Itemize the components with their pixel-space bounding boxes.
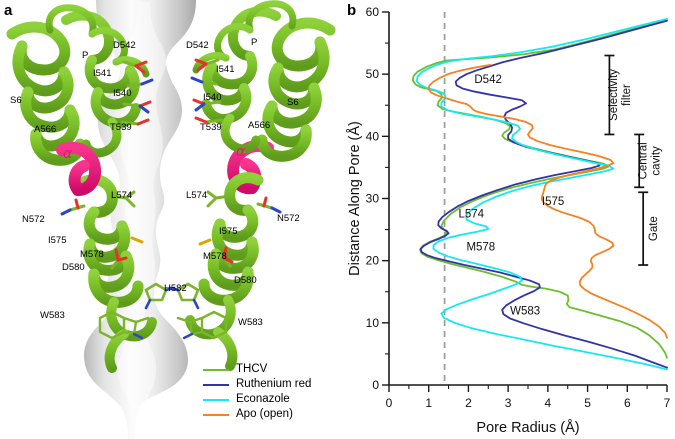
bracket-label-text: cavity xyxy=(651,146,663,176)
struct-label-S6-right: S6 xyxy=(287,97,299,108)
legend-swatch-thcv xyxy=(203,368,229,371)
x-axis-title: Pore Radius (Å) xyxy=(476,419,579,436)
legend-item-apo-open: Apo (open) xyxy=(203,407,311,422)
struct-label-I575-right: I575 xyxy=(219,226,238,237)
x-tick-label: 6 xyxy=(624,396,631,410)
chart-legend: THCV Ruthenium red Econazole Apo (open) xyxy=(203,362,311,422)
series-line-apo-open xyxy=(427,63,668,339)
curve-annotation-m578: M578 xyxy=(466,241,495,253)
curve-annotation-d542: D542 xyxy=(474,74,502,86)
struct-label-I541-left: I541 xyxy=(93,68,112,79)
alpha-helix-magenta-left xyxy=(56,141,101,196)
struct-label-P-left: P xyxy=(82,50,89,61)
bracket-label-text: Selectivity xyxy=(608,69,620,121)
bracket-label-text: Central xyxy=(638,142,650,179)
struct-label-S6-left: S6 xyxy=(10,95,22,106)
struct-label-A566-right: A566 xyxy=(248,120,271,131)
helix-group-right-lower xyxy=(185,172,264,371)
series-line-ruthenium-red xyxy=(419,19,668,369)
struct-label-alpha-left: α xyxy=(63,146,73,162)
side-chains xyxy=(60,58,282,340)
struct-label-I540-left: I540 xyxy=(113,88,132,99)
x-tick-label: 3 xyxy=(505,396,512,410)
struct-label-I541-right: I541 xyxy=(216,64,235,75)
legend-swatch-econazole xyxy=(203,398,229,401)
legend-label-econazole: Econazole xyxy=(236,393,290,405)
struct-label-P-right: P xyxy=(251,37,258,48)
struct-label-D580-left: D580 xyxy=(62,262,85,273)
curve-annotation-l574: L574 xyxy=(459,208,485,220)
legend-swatch-apo-open xyxy=(203,413,229,416)
struct-label-T539-left: T539 xyxy=(110,122,132,133)
struct-label-M578-left: M578 xyxy=(80,249,104,260)
legend-label-thcv: THCV xyxy=(236,363,268,375)
bracket-label-text: Gate xyxy=(648,216,660,241)
helix-group-left xyxy=(6,4,150,166)
curve-annotation-i575: I575 xyxy=(542,196,564,208)
x-tick-label: 1 xyxy=(425,396,432,410)
x-tick-label: 4 xyxy=(545,396,552,410)
curve-annotation-w583: W583 xyxy=(510,305,540,317)
struct-label-W583-left: W583 xyxy=(40,310,65,321)
x-tick-label: 0 xyxy=(386,396,393,410)
struct-label-I575-left: I575 xyxy=(48,235,67,246)
helix-group-right xyxy=(192,0,336,162)
legend-item-thcv: THCV xyxy=(203,362,311,377)
struct-label-M578-right: M578 xyxy=(203,251,227,262)
structure-rendering xyxy=(6,0,336,439)
legend-label-apo-open: Apo (open) xyxy=(236,408,293,420)
struct-label-N572-right: N572 xyxy=(277,213,300,224)
struct-label-alpha-right: α xyxy=(236,144,246,160)
struct-label-D542-left: D542 xyxy=(113,40,136,51)
y-tick-label: 30 xyxy=(366,192,380,206)
struct-label-I540-right: I540 xyxy=(203,92,222,103)
x-tick-label: 5 xyxy=(584,396,591,410)
series-line-econazole xyxy=(415,17,668,371)
struct-label-L574-right: L574 xyxy=(186,190,208,201)
x-tick-label: 2 xyxy=(465,396,472,410)
legend-item-ruthenium-red: Ruthenium red xyxy=(203,377,311,392)
legend-item-econazole: Econazole xyxy=(203,392,311,407)
struct-label-L574-left: L574 xyxy=(111,190,133,201)
region-bracket-gate: Gate xyxy=(638,191,660,266)
y-tick-label: 0 xyxy=(372,378,379,392)
panel-a-structure: a xyxy=(4,0,336,439)
legend-label-ruthenium-red: Ruthenium red xyxy=(236,378,312,390)
y-tick-label: 40 xyxy=(366,129,380,143)
y-axis-title: Distance Along Pore (Å) xyxy=(346,121,363,276)
struct-label-T539-right: T539 xyxy=(200,122,222,133)
y-tick-label: 20 xyxy=(366,254,380,268)
struct-label-H582: H582 xyxy=(164,283,187,294)
legend-swatch-ruthenium-red xyxy=(203,383,229,386)
y-tick-label: 50 xyxy=(366,67,380,81)
struct-label-D580-right: D580 xyxy=(234,275,257,286)
struct-label-N572-left: N572 xyxy=(22,214,45,225)
bracket-label-text: filter xyxy=(621,84,633,106)
y-tick-label: 60 xyxy=(366,5,380,19)
y-tick-label: 10 xyxy=(366,316,380,330)
struct-label-A566-left: A566 xyxy=(34,124,57,135)
panel-b-label: b xyxy=(347,2,357,19)
struct-label-W583-right: W583 xyxy=(238,317,263,328)
x-tick-label: 7 xyxy=(664,396,671,410)
panel-a-label: a xyxy=(4,2,13,19)
struct-label-D542-right: D542 xyxy=(186,40,209,51)
